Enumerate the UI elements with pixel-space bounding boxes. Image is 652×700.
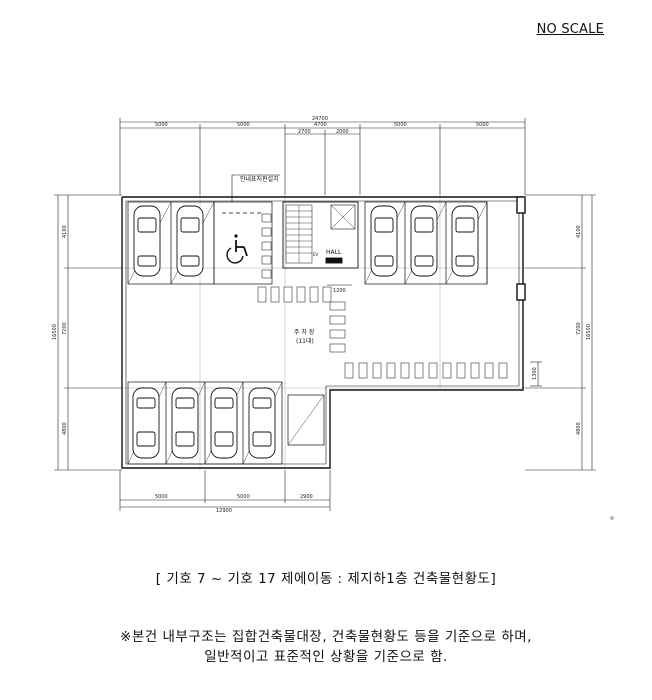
hall-label: HALL [326,249,342,256]
crosswalk-vertical-center [329,301,346,353]
dim-left-2: 7200 [62,322,68,335]
dim-ticks-right [525,194,596,471]
dim-right-3: 4800 [576,422,582,435]
crosswalk-vertical-left [261,213,272,279]
dim-top-1: 5000 [155,122,168,128]
dim-left-1: 4100 [62,225,68,238]
scan-speck [610,516,614,520]
car-6 [132,387,160,459]
crosswalk-horizontal-right [344,362,508,379]
dim-bottom-2: 5000 [237,494,250,500]
car-2 [176,205,204,277]
note-line-2: 일반적이고 표준적인 상황을 기준으로 함. [204,649,448,665]
dim-right-1: 4100 [576,225,582,238]
dim-ticks-left [54,194,122,471]
drawing-caption: [ 기호 7 ~ 기호 17 제에이동 : 제지하1층 건축물현황도] [155,571,497,587]
accessible-bay [213,201,273,285]
accessible-icon [226,234,248,264]
stair-treads [286,205,312,263]
scale-note: NO SCALE [536,22,604,37]
dim-bottom-3: 2900 [300,494,313,500]
dim-right-small: 1300 [532,367,538,380]
dim-right-2: 7200 [576,322,582,335]
dim-ticks-top [119,118,526,195]
car-1 [133,205,161,277]
corridor-dim: 1200 [333,288,346,294]
note-line-1: ※본건 내부구조는 집합건축물대장, 건축물현황도 등을 기준으로 하며, [120,629,532,645]
floor-plan: HALL EV 안내표지판설치 1200 주 차 장 (11대) [52,116,614,520]
core [282,201,359,269]
cars-top [133,205,479,277]
left-dims: 4100 16500 7200 4800 [52,225,68,435]
parking-label: 주 차 장 [294,328,315,336]
car-3 [370,205,398,277]
car-4 [410,205,438,277]
dim-top-4: 5000 [394,122,407,128]
dim-top-sub-2: 2000 [336,129,349,135]
dim-bottom-total: 12900 [216,508,232,514]
car-7 [171,387,199,459]
parking-count: (11대) [296,337,314,345]
crosswalk-horizontal-top [257,286,332,303]
cars-bottom [132,387,276,459]
dim-left-total: 16500 [52,324,58,340]
building-outline [121,196,526,469]
dim-bottom-1: 5000 [155,494,168,500]
dim-top-5: 5000 [476,122,489,128]
dim-ticks-bottom [119,470,331,511]
dim-right-total: 16500 [586,324,592,340]
dim-top-3: 4700 [314,122,327,128]
car-9 [248,387,276,459]
sign-label: 안내표지판설치 [240,175,279,183]
car-5 [451,205,479,277]
right-dims: 4100 7200 16500 4800 1300 [532,225,592,435]
car-8 [210,387,238,459]
dim-total-top: 24700 [312,116,328,122]
ev-label: EV [313,252,319,257]
dim-top-2: 5000 [237,122,250,128]
dim-top-sub-1: 2700 [298,129,311,135]
dim-left-3: 4800 [62,422,68,435]
